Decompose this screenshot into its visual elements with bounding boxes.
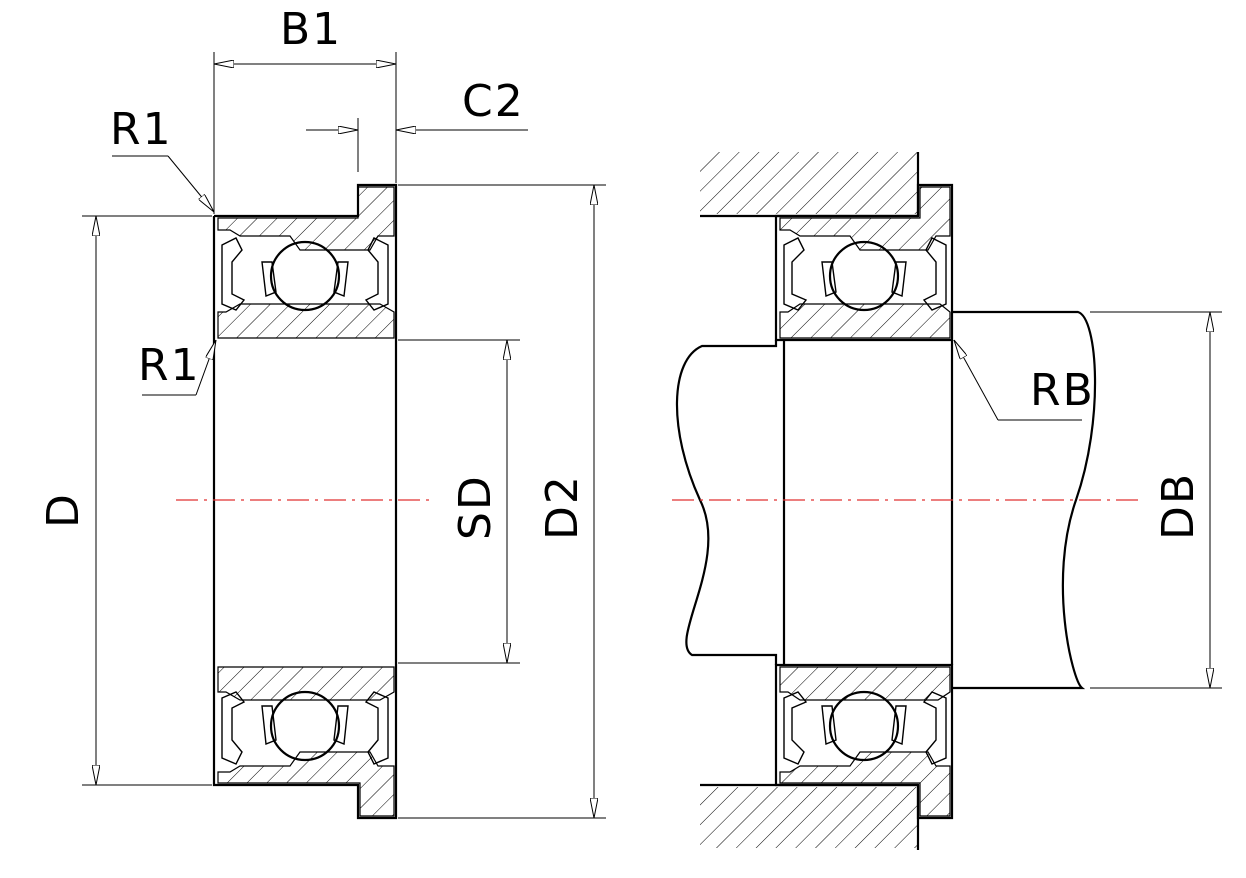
ball-top-right (828, 240, 900, 312)
label-r1-top: R1 (110, 104, 173, 155)
label-sd: SD (450, 474, 501, 540)
ball-top-left (269, 240, 341, 312)
left-bearing-view (176, 183, 430, 820)
shaft (675, 340, 778, 665)
right-bearing-view (672, 152, 1140, 850)
label-d2: D2 (537, 474, 588, 540)
label-db: DB (1153, 472, 1204, 540)
label-r1-bottom: R1 (138, 340, 201, 391)
left-dimensions: B1 C2 R1 R1 D SD D2 (38, 4, 606, 819)
label-d: D (38, 492, 89, 528)
ball-bottom-left (269, 690, 341, 762)
label-c2: C2 (462, 76, 525, 127)
right-dimensions: RB DB (954, 311, 1222, 689)
label-rb: RB (1030, 365, 1095, 416)
ball-bottom-right (828, 690, 900, 762)
label-b1: B1 (280, 4, 342, 55)
